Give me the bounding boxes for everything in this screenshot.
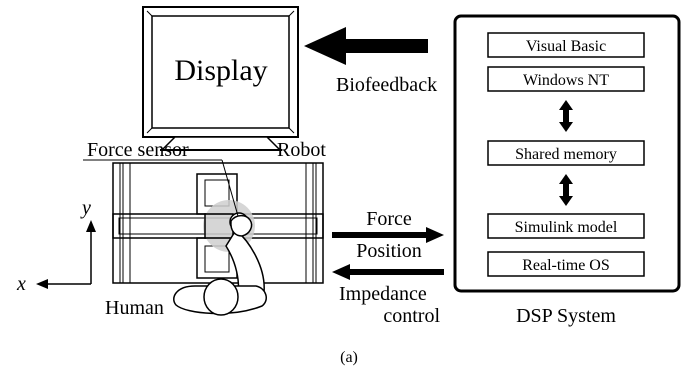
dsp-link-arrows: [559, 100, 573, 206]
module-box-simulink-model: [487, 213, 645, 239]
module-box-real-time-os: [487, 251, 645, 277]
robot-label: Robot: [277, 139, 326, 161]
module-windows-nt: Windows NT: [523, 72, 609, 89]
human-label: Human: [105, 297, 164, 319]
biofeedback-arrow: [304, 27, 428, 65]
impedance-control-arrow: [332, 264, 444, 280]
force-sensor-label: Force sensor: [87, 139, 189, 161]
biofeedback-label: Biofeedback: [336, 74, 437, 96]
module-box-shared-memory: [487, 140, 645, 166]
module-box-windows-nt: [487, 66, 645, 92]
module-real-time-os: Real-time OS: [522, 257, 610, 274]
dsp-system-caption: DSP System: [516, 305, 616, 327]
impedance-label-2: control: [383, 305, 440, 327]
force-label: Force: [366, 208, 412, 230]
dsp-modules: Visual Basic Windows NT Shared memory Si…: [487, 32, 645, 277]
figure-label: (a): [340, 349, 358, 366]
human-figure: [173, 214, 267, 316]
module-visual-basic: Visual Basic: [526, 38, 606, 55]
coordinate-axes: [36, 220, 96, 289]
position-label: Position: [356, 240, 422, 262]
force-position-arrow: [332, 227, 444, 243]
module-simulink-model: Simulink model: [515, 219, 618, 236]
display-label: Display: [174, 54, 267, 87]
display-monitor: Display: [142, 6, 299, 151]
x-axis-label: x: [16, 273, 26, 295]
module-shared-memory: Shared memory: [515, 146, 617, 163]
impedance-label-1: Impedance: [339, 283, 427, 305]
y-axis-label: y: [80, 197, 91, 219]
module-box-visual-basic: [487, 32, 645, 58]
